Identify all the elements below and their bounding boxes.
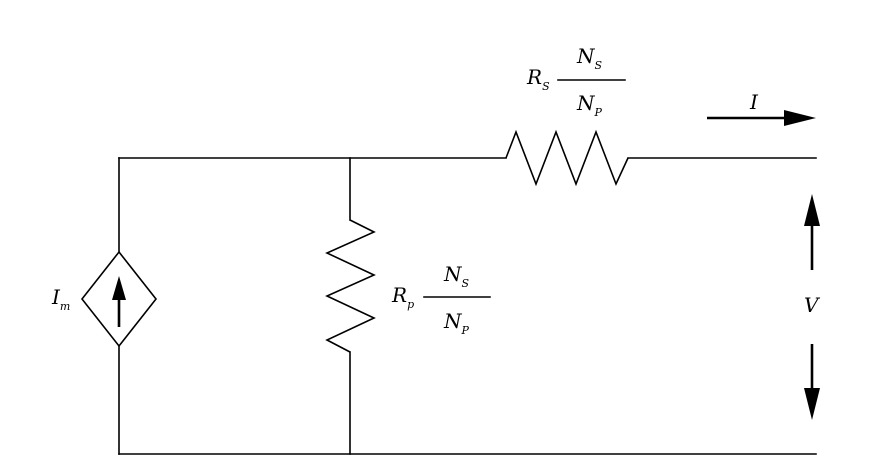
current-arrow bbox=[707, 110, 816, 126]
wires bbox=[118, 157, 817, 455]
parallel-resistor-symbol: Rp bbox=[391, 283, 414, 311]
voltage-arrows bbox=[804, 194, 820, 420]
source-label: Im bbox=[51, 285, 70, 313]
series-resistor-numerator: NS bbox=[576, 44, 603, 72]
parallel-resistor-numerator: NS bbox=[443, 262, 470, 290]
voltage-label: V bbox=[804, 293, 821, 317]
voltage-arrow-down-head bbox=[804, 388, 820, 420]
voltage-arrow-up-head bbox=[804, 194, 820, 226]
parallel-resistor-label: Rp NS NP bbox=[391, 262, 491, 337]
series-resistor-label: RS NS NP bbox=[526, 44, 626, 119]
series-resistor-denominator: NP bbox=[576, 91, 603, 119]
series-resistor-symbol: RS bbox=[526, 65, 550, 93]
series-resistor bbox=[505, 129, 629, 187]
source-arrow-head bbox=[112, 276, 126, 300]
current-arrow-head bbox=[784, 110, 816, 126]
diamond-shape bbox=[80, 250, 158, 348]
dependent-current-source bbox=[80, 250, 158, 348]
current-label: I bbox=[749, 90, 759, 114]
parallel-resistor bbox=[325, 219, 376, 353]
parallel-resistor-denominator: NP bbox=[443, 309, 470, 337]
